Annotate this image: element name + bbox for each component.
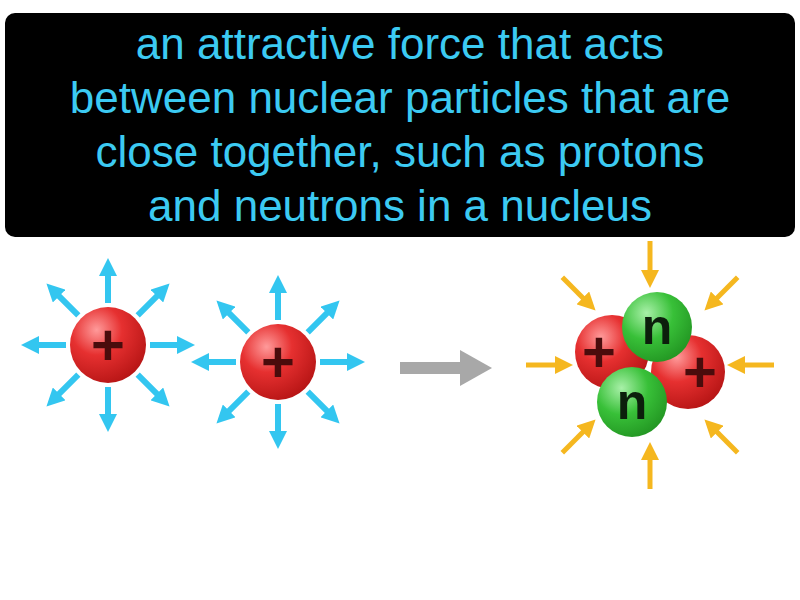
neutron-label: n [642,302,673,352]
definition-text: an attractive force that acts between nu… [58,17,743,233]
proton-ball: + [70,307,146,383]
neutron-ball: n [622,292,692,362]
charge-sign: + [91,316,125,374]
proton-ball: + [240,324,316,400]
process-arrow [400,350,492,386]
charge-sign: + [683,343,717,401]
attraction-arrows [526,241,774,489]
repulsion-arrows [30,267,356,440]
charge-sign: + [261,333,295,391]
definition-banner: an attractive force that acts between nu… [5,13,795,237]
neutron-label: n [617,377,648,427]
neutron-ball: n [597,367,667,437]
charge-sign: + [582,323,616,381]
